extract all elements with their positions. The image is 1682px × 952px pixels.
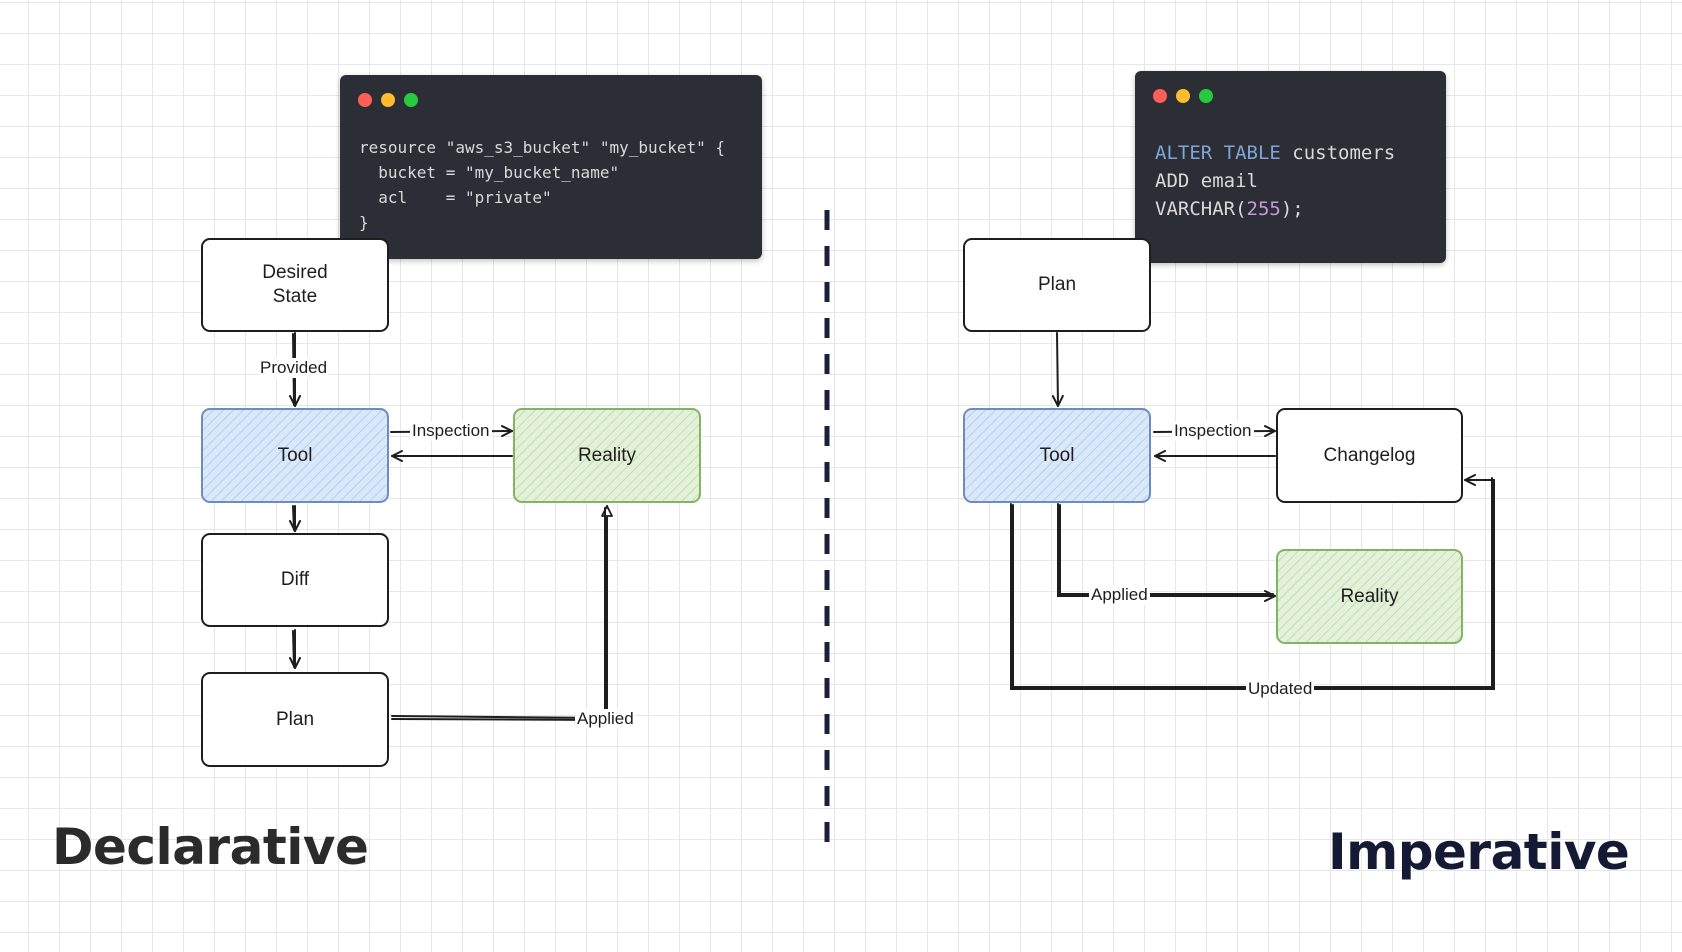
edge-tool-to-diff-sketch [292,505,295,531]
sql-text: ); [1280,198,1304,220]
edge-label-inspection: Inspection [410,421,492,441]
node-plan: Plan [201,672,389,767]
node-reality: Reality [1276,549,1463,644]
node-label: Plan [1037,274,1077,296]
sql-keyword: ALTER TABLE [1155,142,1281,164]
node-label: Changelog [1323,444,1416,466]
edge-plan-to-reality-sketch [391,507,606,720]
edge-label-applied: Applied [575,709,636,729]
edge-tool-to-changelog-updated [1010,474,1495,690]
node-label: Tool [1039,444,1075,466]
maximize-dot-icon [1199,89,1213,103]
window-controls [358,93,418,107]
edge-plan-to-tool [1051,332,1064,407]
edge-label-applied: Applied [1089,585,1150,605]
terraform-code: resource "aws_s3_bucket" "my_bucket" { b… [359,135,725,235]
node-label: State [272,286,318,307]
edge-label-updated: Updated [1246,679,1315,699]
code-line: resource "aws_s3_bucket" "my_bucket" { [359,138,726,157]
minimize-dot-icon [381,93,395,107]
title-imperative: Imperative [1328,823,1630,881]
code-line: bucket = "my_bucket_name" [359,163,620,182]
node-label: Tool [277,444,313,466]
node-label: Desired [262,262,328,284]
edge-diff-to-plan-sketch [292,630,295,668]
node-label: Reality [577,444,637,466]
node-desired-state: Desired State [201,238,389,332]
sql-text: customers [1280,142,1396,164]
code-line: ALTER TABLE customers [1155,139,1395,167]
window-controls [1153,89,1213,103]
node-label: Diff [280,569,310,591]
node-reality: Reality [513,408,701,503]
declarative-code-window: resource "aws_s3_bucket" "my_bucket" { b… [340,75,762,259]
close-dot-icon [1153,89,1167,103]
node-label: Reality [1340,585,1399,607]
title-declarative: Declarative [52,818,369,876]
close-dot-icon [358,93,372,107]
code-line: } [359,213,369,232]
code-line: acl = "private" [359,188,552,207]
node-plan: Plan [963,238,1151,332]
sql-text: VARCHAR( [1155,198,1247,220]
minimize-dot-icon [1176,89,1190,103]
node-tool: Tool [963,408,1151,503]
edge-label-provided: Provided [258,358,330,378]
maximize-dot-icon [404,93,418,107]
node-changelog: Changelog [1276,408,1463,503]
sql-number: 255 [1246,198,1281,220]
edge-plan-to-reality [391,505,613,722]
edge-tool-to-reality-sketch [1059,504,1274,595]
node-tool: Tool [201,408,389,503]
edge-tool-to-reality [1057,503,1276,602]
code-line: VARCHAR(255); [1155,195,1395,223]
node-diff: Diff [201,533,389,627]
code-line: ADD email [1155,170,1258,192]
node-label: Plan [275,708,315,730]
edge-label-inspection: Inspection [1172,421,1254,441]
